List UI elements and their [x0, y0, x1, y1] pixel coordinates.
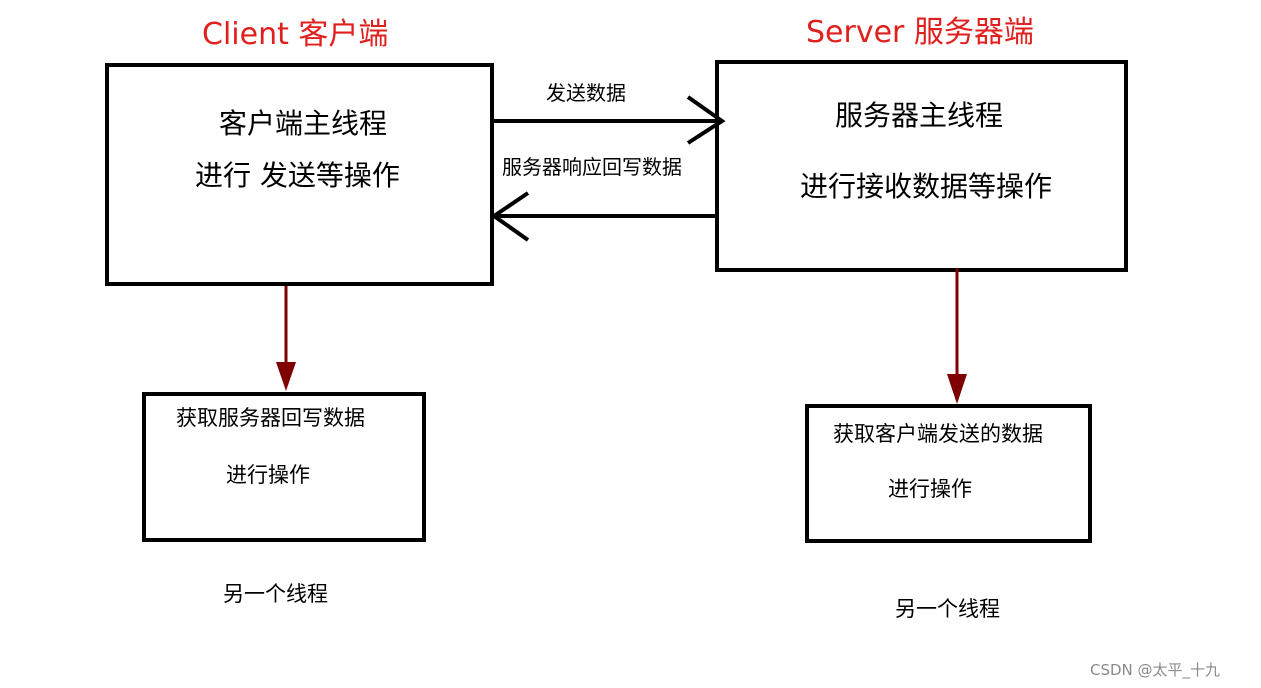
server-thread-line1: 获取客户端发送的数据	[833, 422, 1043, 446]
client-main-line2: 进行 发送等操作	[195, 159, 400, 192]
server-main-thread-box	[715, 60, 1128, 272]
client-thread-line2: 进行操作	[226, 463, 310, 487]
send-data-label: 发送数据	[546, 81, 626, 105]
client-thread-line1: 获取服务器回写数据	[176, 406, 365, 430]
server-main-line2: 进行接收数据等操作	[800, 170, 1053, 203]
client-main-thread-box	[105, 63, 494, 286]
client-main-line1: 客户端主线程	[219, 107, 388, 140]
server-thread-box	[805, 404, 1092, 543]
client-spawn-thread-arrow	[276, 286, 296, 391]
server-thread-line2: 进行操作	[888, 477, 972, 501]
server-spawn-thread-arrow	[947, 268, 967, 404]
client-thread-box	[142, 392, 426, 542]
server-title: Server 服务器端	[806, 15, 1034, 50]
watermark: CSDN @太平_十九	[1090, 661, 1221, 679]
server-reply-arrow	[490, 191, 715, 242]
client-thread-caption: 另一个线程	[223, 582, 328, 606]
client-title: Client 客户端	[202, 17, 389, 52]
server-thread-caption: 另一个线程	[895, 597, 1000, 621]
server-main-line1: 服务器主线程	[835, 99, 1004, 132]
server-reply-label: 服务器响应回写数据	[502, 155, 682, 179]
